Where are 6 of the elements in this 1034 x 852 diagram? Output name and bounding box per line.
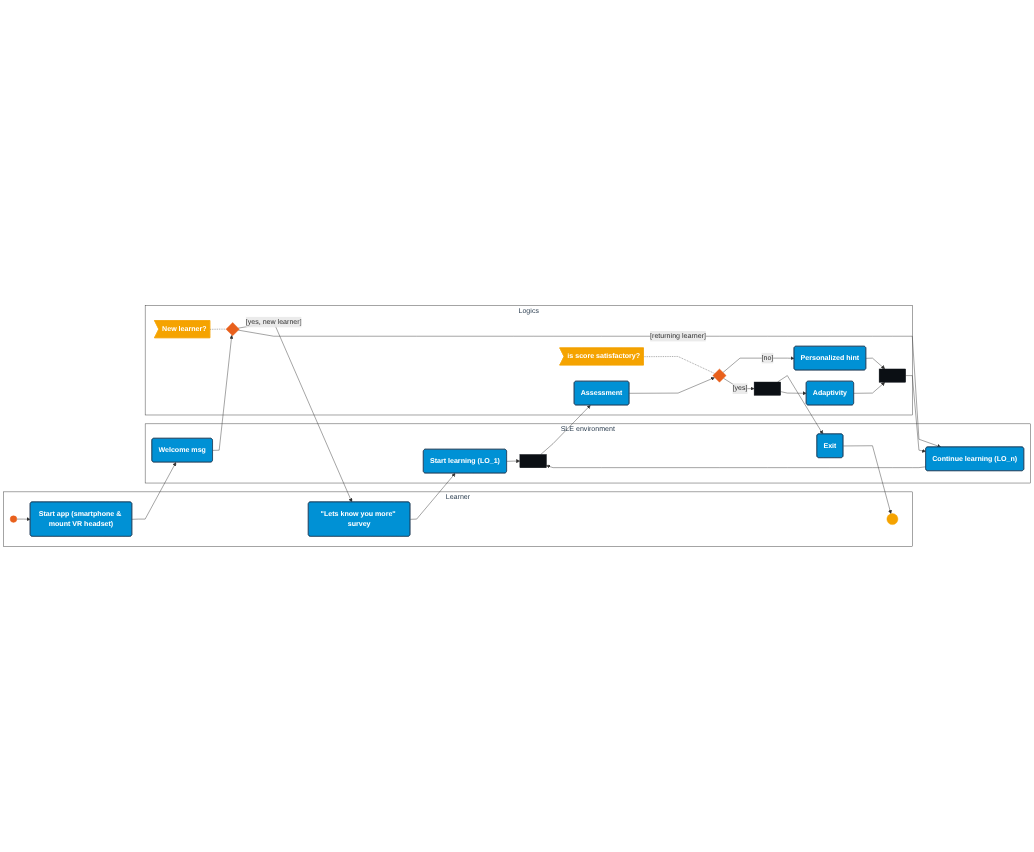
node-bar	[753, 381, 781, 396]
node-bar	[519, 454, 547, 468]
node-diamond	[225, 322, 240, 336]
node-circle	[9, 515, 18, 523]
node-diamond	[712, 368, 727, 383]
node-bar	[878, 368, 906, 383]
